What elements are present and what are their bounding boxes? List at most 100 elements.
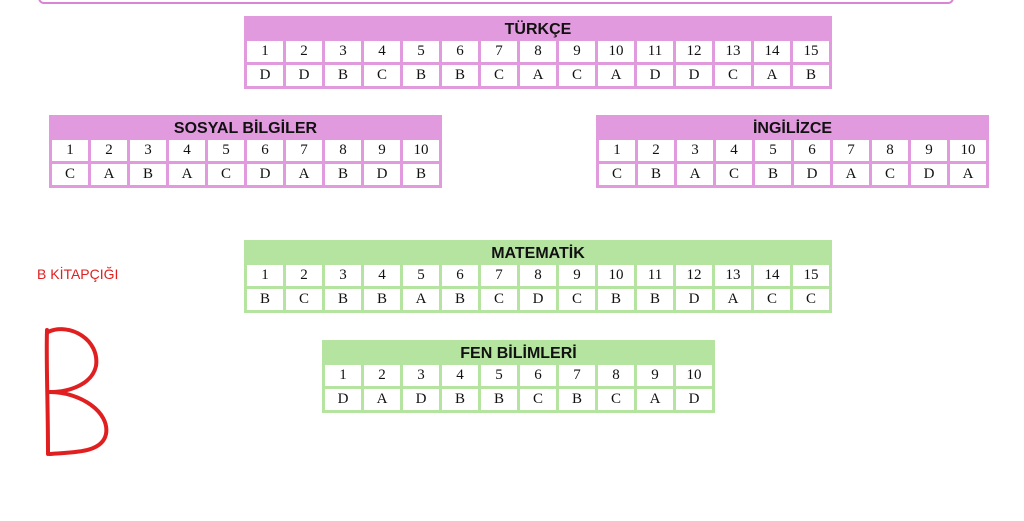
table-title: MATEMATİK xyxy=(491,245,585,262)
question-number-cell: 2 xyxy=(364,365,400,386)
table-title: İNGİLİZCE xyxy=(752,120,833,137)
question-number-cell: 3 xyxy=(325,41,361,62)
answer-cell: A xyxy=(754,65,790,86)
answer-cell: C xyxy=(754,289,790,310)
question-number-cell: 5 xyxy=(208,140,244,161)
answer-cell: B xyxy=(325,289,361,310)
answer-cell: A xyxy=(364,389,400,410)
answer-cell: D xyxy=(403,389,439,410)
answer-cell: B xyxy=(247,289,283,310)
question-number-cell: 9 xyxy=(637,365,673,386)
answer-cell: B xyxy=(325,164,361,185)
answer-cell: C xyxy=(286,289,322,310)
question-number-cell: 2 xyxy=(286,41,322,62)
answer-cell: D xyxy=(911,164,947,185)
answer-cell: C xyxy=(872,164,908,185)
answer-cell: B xyxy=(559,389,595,410)
answer-cell: D xyxy=(676,289,712,310)
question-number-cell: 7 xyxy=(481,265,517,286)
question-number-cell: 12 xyxy=(676,265,712,286)
answer-cell: C xyxy=(52,164,88,185)
question-number-cell: 9 xyxy=(364,140,400,161)
answer-cell: C xyxy=(793,289,829,310)
answer-cell: D xyxy=(286,65,322,86)
question-number-cell: 15 xyxy=(793,265,829,286)
question-number-cell: 6 xyxy=(520,365,556,386)
question-number-cell: 3 xyxy=(325,265,361,286)
answer-cell: D xyxy=(325,389,361,410)
question-number-cell: 2 xyxy=(91,140,127,161)
answer-cell: B xyxy=(442,289,478,310)
answer-cell: A xyxy=(598,65,634,86)
question-number-cell: 5 xyxy=(403,41,439,62)
answer-cell: A xyxy=(950,164,986,185)
question-number-cell: 8 xyxy=(598,365,634,386)
question-number-cell: 9 xyxy=(559,41,595,62)
answer-cell: D xyxy=(676,389,712,410)
answer-cell: C xyxy=(559,289,595,310)
question-number-cell: 8 xyxy=(872,140,908,161)
answer-cell: A xyxy=(91,164,127,185)
question-number-cell: 7 xyxy=(286,140,322,161)
answer-cell: A xyxy=(637,389,673,410)
answer-cell: D xyxy=(247,65,283,86)
question-number-cell: 1 xyxy=(247,41,283,62)
answer-cell: C xyxy=(559,65,595,86)
question-number-cell: 10 xyxy=(403,140,439,161)
question-number-cell: 10 xyxy=(950,140,986,161)
question-number-cell: 13 xyxy=(715,265,751,286)
question-number-cell: 7 xyxy=(559,365,595,386)
question-number-cell: 8 xyxy=(520,265,556,286)
top-border-line xyxy=(38,0,954,4)
answer-cell: A xyxy=(677,164,713,185)
answer-cell: B xyxy=(364,289,400,310)
answer-cell: B xyxy=(442,65,478,86)
answer-cell: B xyxy=(755,164,791,185)
question-number-cell: 4 xyxy=(364,265,400,286)
question-number-cell: 10 xyxy=(598,265,634,286)
answer-cell: B xyxy=(481,389,517,410)
question-number-cell: 4 xyxy=(442,365,478,386)
answer-cell: D xyxy=(364,164,400,185)
answer-cell: C xyxy=(520,389,556,410)
question-number-cell: 3 xyxy=(677,140,713,161)
question-number-cell: 7 xyxy=(481,41,517,62)
handwritten-b-mark xyxy=(44,327,109,456)
answer-cell: B xyxy=(598,289,634,310)
answer-cell: B xyxy=(637,289,673,310)
question-number-cell: 3 xyxy=(130,140,166,161)
answer-cell: D xyxy=(676,65,712,86)
answer-cell: A xyxy=(286,164,322,185)
question-number-cell: 3 xyxy=(403,365,439,386)
answer-cell: A xyxy=(715,289,751,310)
answer-cell: B xyxy=(442,389,478,410)
question-number-cell: 9 xyxy=(559,265,595,286)
question-number-cell: 11 xyxy=(637,265,673,286)
question-number-cell: 4 xyxy=(364,41,400,62)
question-number-cell: 8 xyxy=(520,41,556,62)
answer-cell: B xyxy=(638,164,674,185)
question-number-cell: 1 xyxy=(52,140,88,161)
question-number-cell: 12 xyxy=(676,41,712,62)
question-number-cell: 14 xyxy=(754,265,790,286)
answer-cell: C xyxy=(716,164,752,185)
question-number-cell: 4 xyxy=(716,140,752,161)
table-title: TÜRKÇE xyxy=(504,21,572,38)
question-number-cell: 7 xyxy=(833,140,869,161)
booklet-label: B KİTAPÇIĞI xyxy=(37,266,119,282)
question-number-cell: 5 xyxy=(403,265,439,286)
question-number-cell: 4 xyxy=(169,140,205,161)
question-number-cell: 6 xyxy=(442,41,478,62)
question-number-cell: 14 xyxy=(754,41,790,62)
answer-cell: C xyxy=(599,164,635,185)
